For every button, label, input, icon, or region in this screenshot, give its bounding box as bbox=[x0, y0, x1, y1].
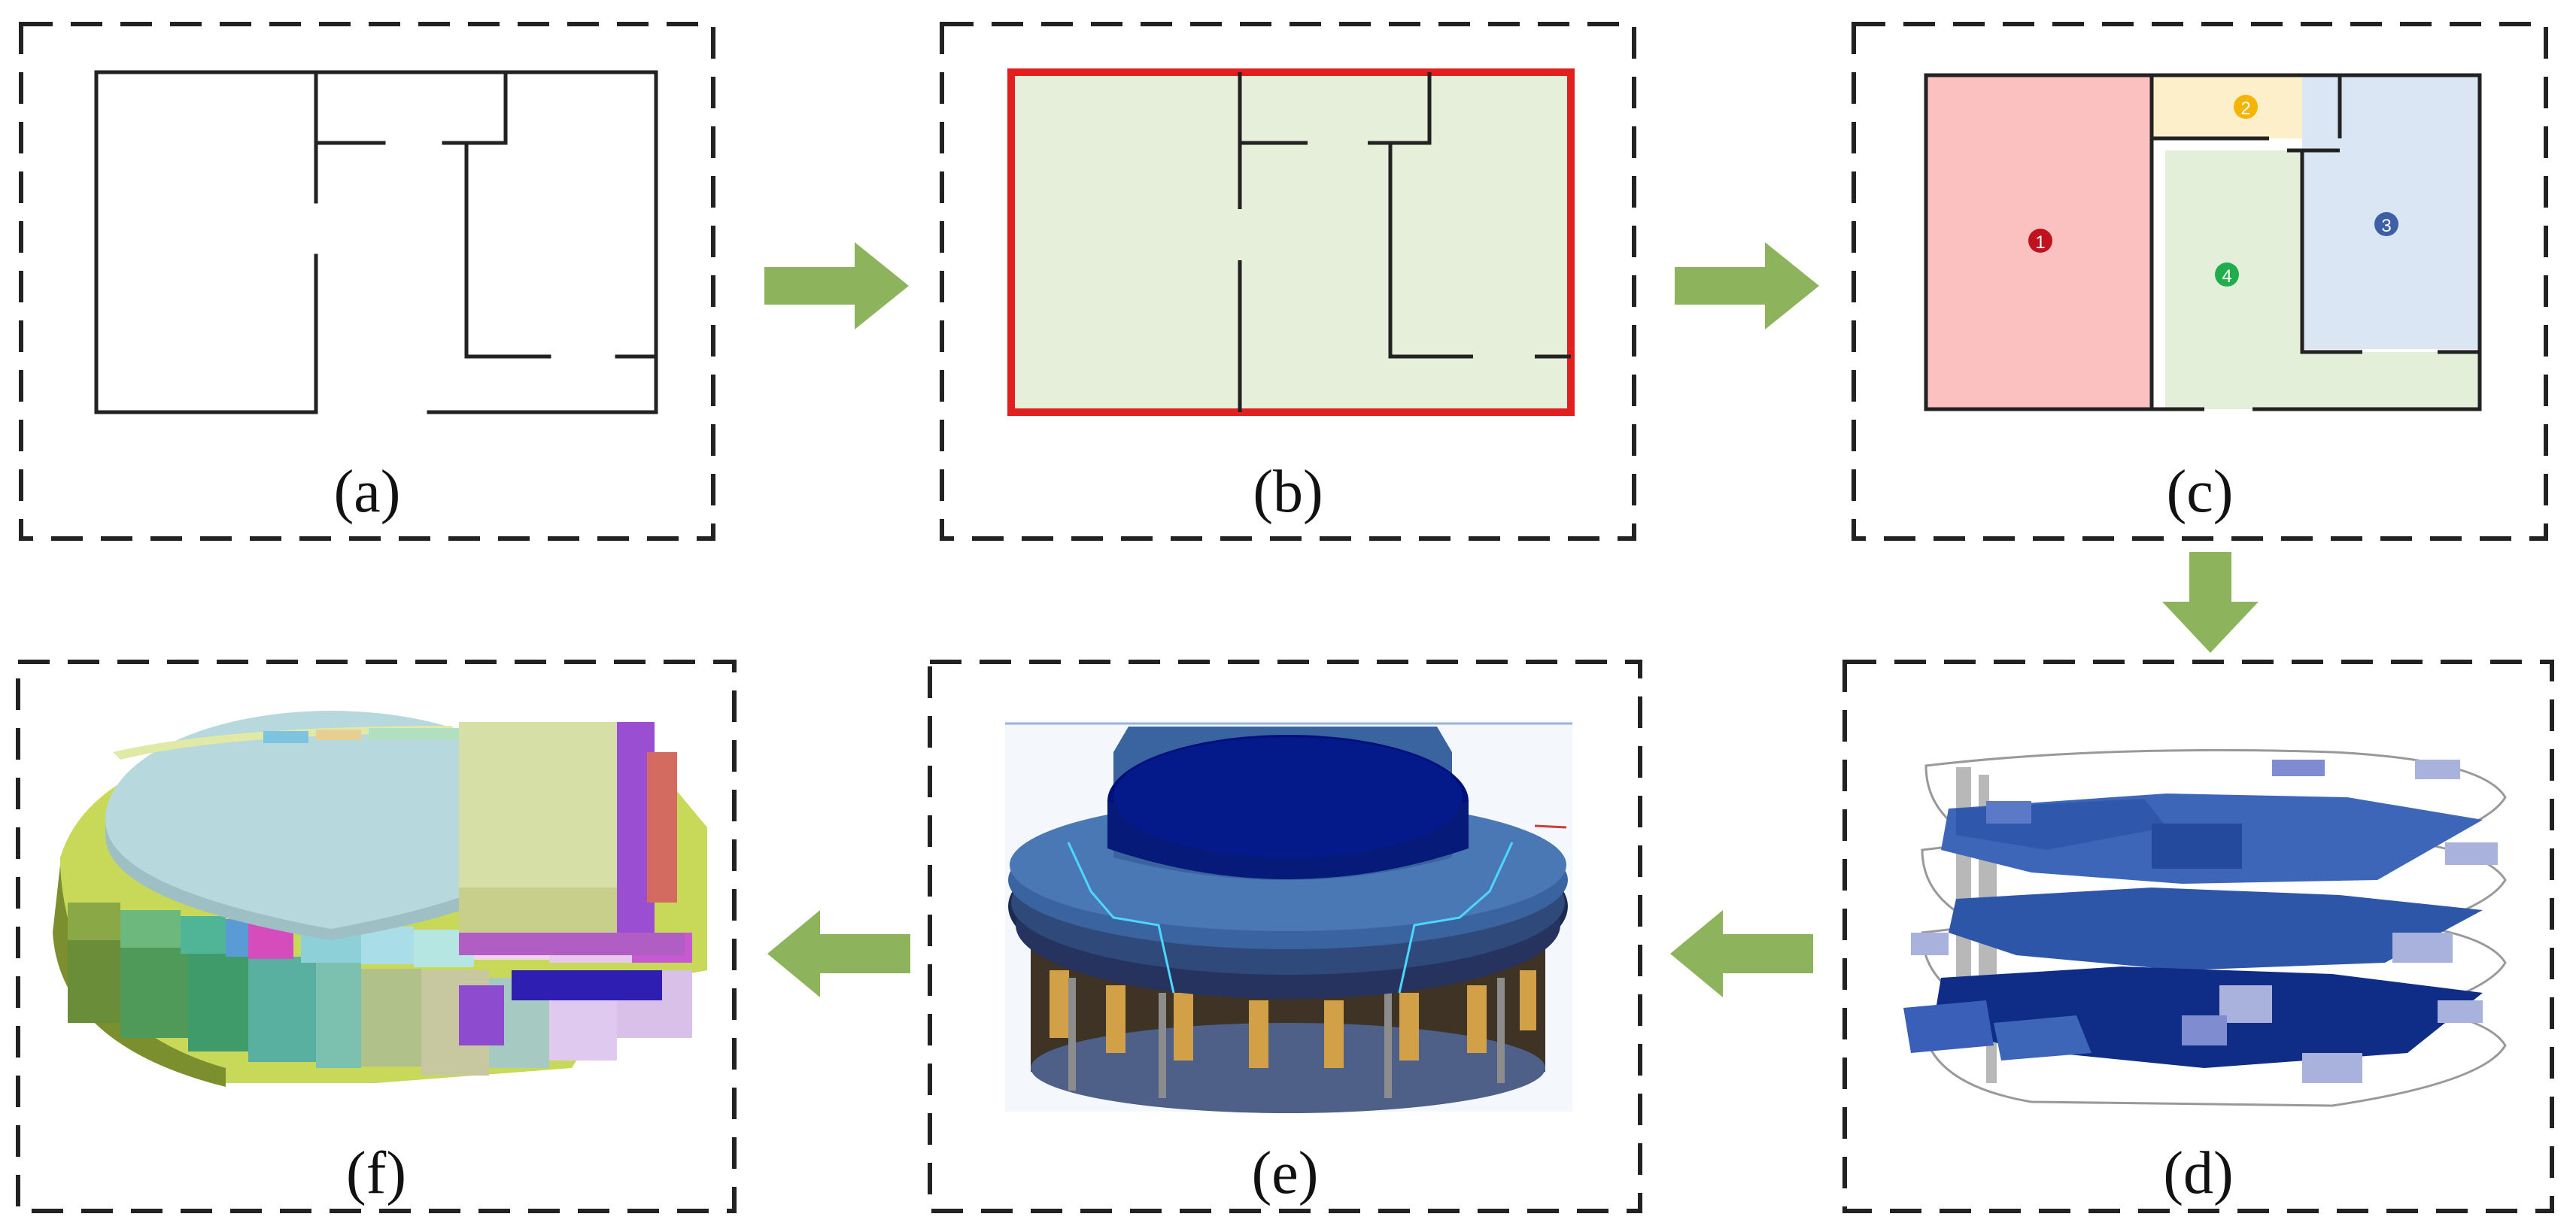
arrow-down-icon bbox=[2162, 552, 2259, 653]
panel-label-a: (a) bbox=[334, 459, 401, 525]
floor-plan-raw bbox=[94, 70, 658, 414]
model-3d-blue bbox=[1005, 721, 1572, 1113]
panel-frame-e bbox=[928, 660, 1642, 1213]
panel-frame-c bbox=[1852, 22, 2548, 541]
room-marker-1 bbox=[2028, 229, 2052, 253]
panel-frame-a bbox=[19, 22, 715, 541]
panel-label-e: (e) bbox=[1252, 1140, 1319, 1206]
room-segmentation: 1 2 3 4 bbox=[1924, 73, 2482, 411]
arrow-right-icon bbox=[1675, 242, 1819, 329]
floor-plan-boundary bbox=[1007, 68, 1575, 416]
room-number-1: 1 bbox=[2035, 232, 2045, 253]
panel-label-f: (f) bbox=[346, 1140, 406, 1206]
panel-frame-b bbox=[940, 22, 1636, 541]
arrow-right-icon bbox=[764, 242, 909, 329]
model-3d-rooms bbox=[53, 711, 707, 1087]
panel-frame-d bbox=[1842, 660, 2554, 1213]
room-marker-2 bbox=[2234, 95, 2258, 119]
arrow-left-icon bbox=[1670, 910, 1813, 997]
panel-label-d: (d) bbox=[2163, 1140, 2233, 1206]
room-4 bbox=[2165, 150, 2480, 409]
arrow-left-icon bbox=[767, 910, 910, 997]
room-number-4: 4 bbox=[2222, 266, 2231, 287]
room-number-3: 3 bbox=[2381, 216, 2391, 236]
panel-label-b: (b) bbox=[1253, 459, 1323, 525]
room-3 bbox=[2302, 75, 2480, 349]
room-marker-4 bbox=[2215, 262, 2239, 287]
room-marker-3 bbox=[2374, 212, 2398, 236]
stacked-floors bbox=[1903, 748, 2507, 1107]
room-number-2: 2 bbox=[2240, 99, 2250, 119]
panel-frame-f bbox=[16, 660, 737, 1213]
panel-label-c: (c) bbox=[2167, 459, 2234, 525]
